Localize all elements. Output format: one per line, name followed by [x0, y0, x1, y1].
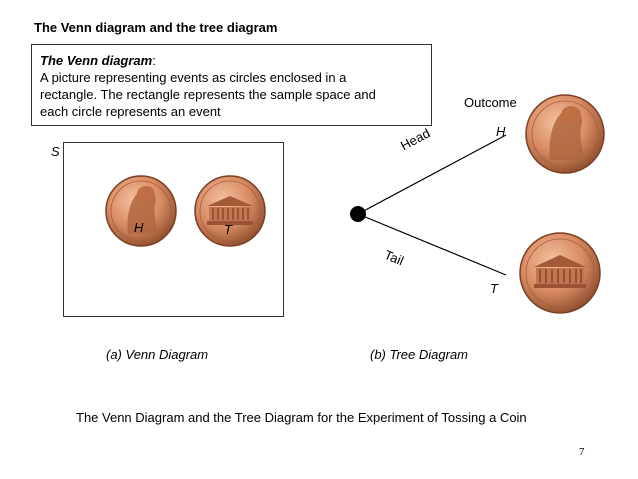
tree-outcome-tails-label: T: [490, 281, 498, 296]
tree-diagram-caption: (b) Tree Diagram: [370, 347, 469, 362]
definition-line-2: rectangle. The rectangle represents the …: [40, 87, 376, 102]
head-branch-line: [357, 134, 507, 215]
outcome-heading: Outcome: [464, 95, 517, 110]
definition-line-3: each circle represents an event: [40, 104, 221, 119]
penny-heads-outcome-icon: [525, 94, 605, 174]
slide-title: The Venn diagram and the tree diagram: [34, 20, 278, 35]
venn-event-tails-label: T: [224, 222, 232, 237]
penny-heads-icon: [105, 175, 177, 247]
definition-box: The Venn diagram: A picture representing…: [31, 44, 432, 126]
tree-root-node: [350, 206, 366, 222]
sample-space-rectangle: [63, 142, 284, 317]
figure-caption: The Venn Diagram and the Tree Diagram fo…: [76, 410, 527, 425]
venn-event-heads-label: H: [134, 220, 144, 235]
definition-colon: :: [152, 53, 156, 68]
page-number: 7: [579, 446, 585, 458]
tree-outcome-heads-label: H: [496, 124, 506, 139]
definition-heading: The Venn diagram: [40, 53, 153, 68]
definition-line-1: A picture representing events as circles…: [40, 70, 347, 85]
penny-tails-icon: [194, 175, 266, 247]
venn-diagram-caption: (a) Venn Diagram: [106, 347, 209, 362]
penny-tails-outcome-icon: [519, 232, 601, 314]
sample-space-label: S: [51, 144, 60, 159]
tail-branch-line: [357, 213, 507, 276]
